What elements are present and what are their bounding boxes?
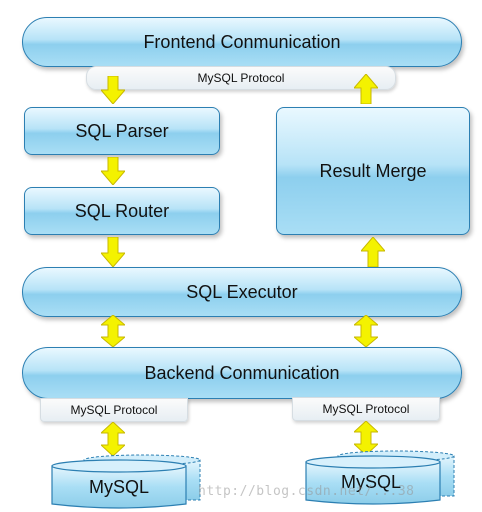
mysql-database-left-label: MySQL (88, 477, 149, 497)
frontend-mysql-protocol-label: MySQL Protocol (197, 71, 285, 85)
arrow-up-executor-to-merge (361, 237, 385, 267)
frontend-mysql-protocol-tab: MySQL Protocol (86, 66, 396, 90)
sql-router-block: SQL Router (24, 187, 220, 235)
arrow-up-merge-to-frontend (354, 74, 378, 104)
sql-parser-block: SQL Parser (24, 107, 220, 155)
arrow-down-parser-to-router (101, 157, 125, 185)
result-merge-label: Result Merge (319, 160, 427, 181)
arrow-double-protocol-db-left (101, 422, 125, 456)
backend-mysql-protocol-right-tab: MySQL Protocol (292, 397, 440, 421)
arrow-double-protocol-db-right (354, 421, 378, 455)
arrow-double-executor-backend-left (101, 315, 125, 347)
arrow-down-frontend-to-parser (101, 76, 125, 104)
mysql-database-right-icon (305, 450, 455, 505)
sql-executor-label: SQL Executor (186, 281, 298, 302)
arrow-double-executor-backend-right (354, 315, 378, 347)
backend-mysql-protocol-right-label: MySQL Protocol (322, 402, 410, 416)
mysql-database-left-icon (51, 454, 201, 509)
blog-watermark: http://blog.csdn.net/...38 (198, 484, 415, 499)
backend-mysql-protocol-left-label: MySQL Protocol (70, 403, 158, 417)
sql-parser-label: SQL Parser (75, 120, 169, 141)
frontend-communication-block: Frontend Conmunication (22, 17, 462, 67)
arrow-down-router-to-executor (101, 237, 125, 267)
backend-communication-block: Backend Conmunication (22, 347, 462, 399)
backend-communication-label: Backend Conmunication (144, 362, 340, 383)
sql-executor-block: SQL Executor (22, 267, 462, 317)
frontend-communication-label: Frontend Conmunication (143, 31, 341, 52)
backend-mysql-protocol-left-tab: MySQL Protocol (40, 398, 188, 422)
sql-router-label: SQL Router (74, 200, 170, 221)
result-merge-block: Result Merge (276, 107, 470, 235)
mysql-database-right-label: MySQL (340, 472, 401, 492)
